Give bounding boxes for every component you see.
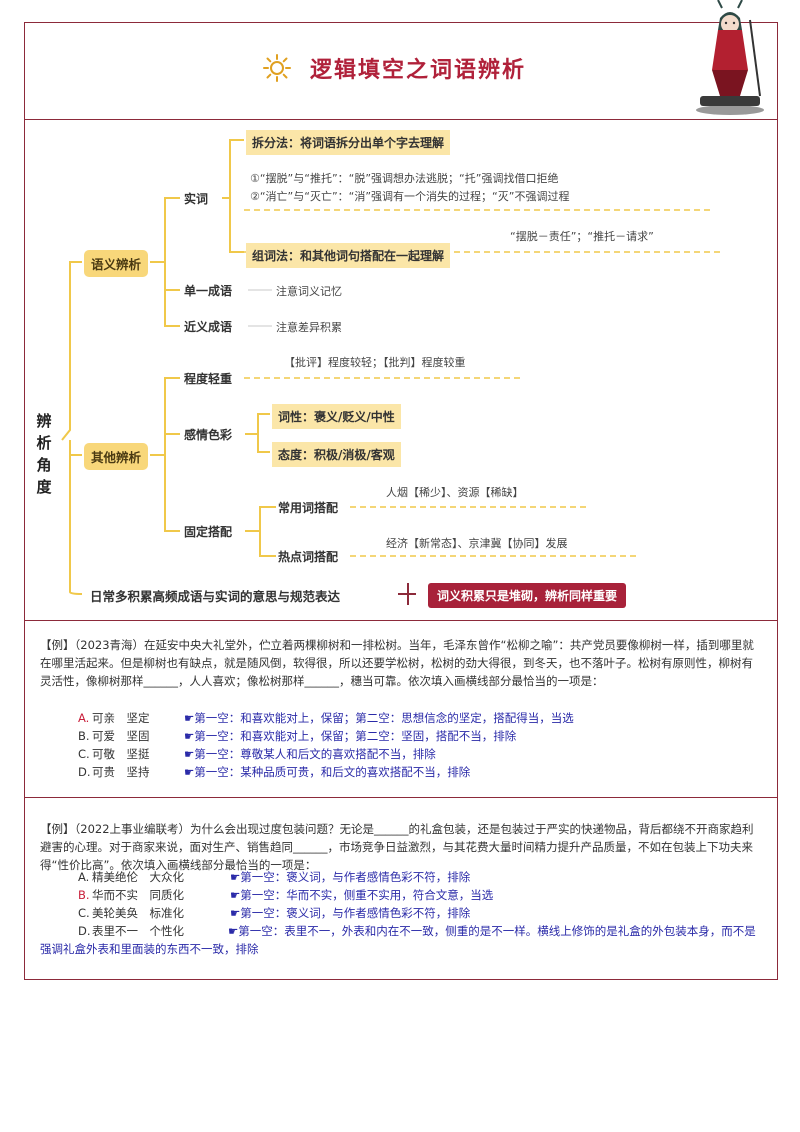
- combine-method-node: 组词法：和其他词句搭配在一起理解: [246, 243, 451, 268]
- root-char: 度: [36, 478, 52, 496]
- example1-options: A. 可亲 坚定 ☛第一空：和喜欢能对上，保留；第二空：思想信念的坚定，搭配得当…: [78, 709, 574, 781]
- option-row: A. 精美绝伦 大众化 ☛第一空：褒义词，与作者感情色彩不符，排除: [78, 868, 493, 886]
- semantic-analysis-node: 语义辨析: [84, 250, 149, 277]
- option-words: 华而不实 同质化: [92, 888, 184, 902]
- option-analysis: ☛第一空：某种品质可贵，和后文的喜欢搭配不当，排除: [184, 765, 471, 779]
- option-words: 表里不一 个性化: [92, 924, 184, 938]
- accumulation-note: 日常多积累高频成语与实词的意思与规范表达: [90, 589, 341, 604]
- option-analysis: ☛第一空：尊敬某人和后文的喜欢搭配不当，排除: [184, 747, 436, 761]
- near-idiom-node: 近义成语: [184, 320, 233, 334]
- emotion-pos-node: 词性：褒义/贬义/中性: [272, 404, 401, 429]
- option-row: D. 表里不一 个性化: [78, 922, 230, 940]
- title-panel: [24, 22, 778, 120]
- option-analysis: ☛第一空：华而不实，侧重不实用，符合文意，当选: [230, 888, 494, 902]
- split-method-node: 拆分法：将词语拆分出单个字去理解: [246, 130, 451, 155]
- fixed-hot-node: 热点词搭配: [278, 550, 339, 564]
- option-row: B. 华而不实 同质化 ☛第一空：华而不实，侧重不实用，符合文意，当选: [78, 886, 493, 904]
- option-words: 可亲 坚定: [92, 711, 150, 725]
- fixed-common-node: 常用词搭配: [278, 501, 339, 515]
- option-letter: D.: [78, 765, 91, 779]
- option-letter: C.: [78, 906, 90, 920]
- option-analysis: ☛第一空：和喜欢能对上，保留；第二空：坚固，搭配不当，排除: [184, 729, 517, 743]
- degree-node: 程度轻重: [184, 372, 233, 386]
- root-node: 辨 析 角 度: [34, 410, 54, 498]
- example2-panel: [24, 797, 778, 980]
- fixed-node: 固定搭配: [184, 525, 233, 539]
- option-letter: A.: [78, 711, 90, 725]
- degree-note: 【批评】程度较轻；【批判】程度较重: [284, 356, 466, 369]
- page-title: 逻辑填空之词语辨析: [310, 57, 527, 83]
- option-row: C. 美轮美奂 标准化 ☛第一空：褒义词，与作者感情色彩不符，排除: [78, 904, 493, 922]
- option-analysis: ☛第一空：和喜欢能对上，保留；第二空：思想信念的坚定，搭配得当，当选: [184, 711, 574, 725]
- option-analysis-long: ☛第一空：表里不一，外表和内在不一致，侧重的是不一样。横线上修饰的是礼盒的外包装…: [40, 924, 756, 956]
- combine-example: “摆脱－责任”；“推托－请求”: [510, 230, 654, 243]
- single-idiom-node: 单一成语: [184, 284, 233, 298]
- option-letter: C.: [78, 747, 90, 761]
- example2-stem: 【例】（2022上事业编联考）为什么会出现过度包装问题？无论是______的礼盒…: [40, 820, 760, 874]
- example2-stem-text: 【例】（2022上事业编联考）为什么会出现过度包装问题？无论是______的礼盒…: [40, 822, 754, 872]
- emotion-attitude-node: 态度：积极/消极/客观: [272, 442, 401, 467]
- option-row: A. 可亲 坚定 ☛第一空：和喜欢能对上，保留；第二空：思想信念的坚定，搭配得当…: [78, 709, 574, 727]
- option-letter: B.: [78, 888, 90, 902]
- example2-options: A. 精美绝伦 大众化 ☛第一空：褒义词，与作者感情色彩不符，排除 B. 华而不…: [78, 868, 493, 922]
- option-words: 可爱 坚固: [92, 729, 150, 743]
- example1-stem-text: 【例】（2023青海）在延安中央大礼堂外，伫立着两棵柳树和一排松树。当年，毛泽东…: [40, 638, 754, 688]
- option-words: 精美绝伦 大众化: [92, 870, 184, 884]
- example1-panel: [24, 620, 778, 798]
- example1-stem: 【例】（2023青海）在延安中央大礼堂外，伫立着两棵柳树和一排松树。当年，毛泽东…: [40, 636, 760, 690]
- other-analysis-node: 其他辨析: [84, 443, 149, 470]
- root-char: 析: [36, 434, 52, 452]
- option-row: B. 可爱 坚固 ☛第一空：和喜欢能对上，保留；第二空：坚固，搭配不当，排除: [78, 727, 574, 745]
- title-row: 逻辑填空之词语辨析: [262, 52, 526, 84]
- shici-node: 实词: [184, 192, 209, 206]
- option-letter: A.: [78, 870, 90, 884]
- fixed-hot-note: 经济【新常态】、京津冀【协同】发展: [386, 537, 568, 550]
- option-analysis: ☛第一空：褒义词，与作者感情色彩不符，排除: [230, 870, 471, 884]
- importance-badge: 词义积累只是堆砌，辨析同样重要: [428, 583, 627, 608]
- emotion-node: 感情色彩: [184, 428, 233, 442]
- anime-character-illustration: [696, 0, 764, 115]
- split-note-1: ①“摆脱”与“推托”：“脱”强调想办法逃脱；“托”强调找借口拒绝: [250, 172, 559, 185]
- option-row: D. 可贵 坚持 ☛第一空：某种品质可贵，和后文的喜欢搭配不当，排除: [78, 763, 574, 781]
- option-words: 可贵 坚持: [92, 765, 150, 779]
- option-letter: B.: [78, 729, 90, 743]
- option-letter: D.: [78, 924, 91, 938]
- mindmap-panel: [24, 119, 778, 621]
- single-idiom-note: 注意词义记忆: [276, 285, 342, 298]
- split-note-2: ②“消亡”与“灭亡”：“消”强调有一个消失的过程；“灭”不强调过程: [250, 190, 570, 203]
- option-analysis: ☛第一空：褒义词，与作者感情色彩不符，排除: [230, 906, 471, 920]
- root-char: 角: [36, 456, 52, 474]
- option-words: 美轮美奂 标准化: [92, 906, 184, 920]
- sun-icon: [263, 54, 291, 82]
- option-row: C. 可敬 坚挺 ☛第一空：尊敬某人和后文的喜欢搭配不当，排除: [78, 745, 574, 763]
- root-char: 辨: [36, 412, 52, 430]
- fixed-common-note: 人烟【稀少】、资源【稀缺】: [386, 486, 524, 499]
- near-idiom-note: 注意差异积累: [276, 321, 342, 334]
- option-words: 可敬 坚挺: [92, 747, 150, 761]
